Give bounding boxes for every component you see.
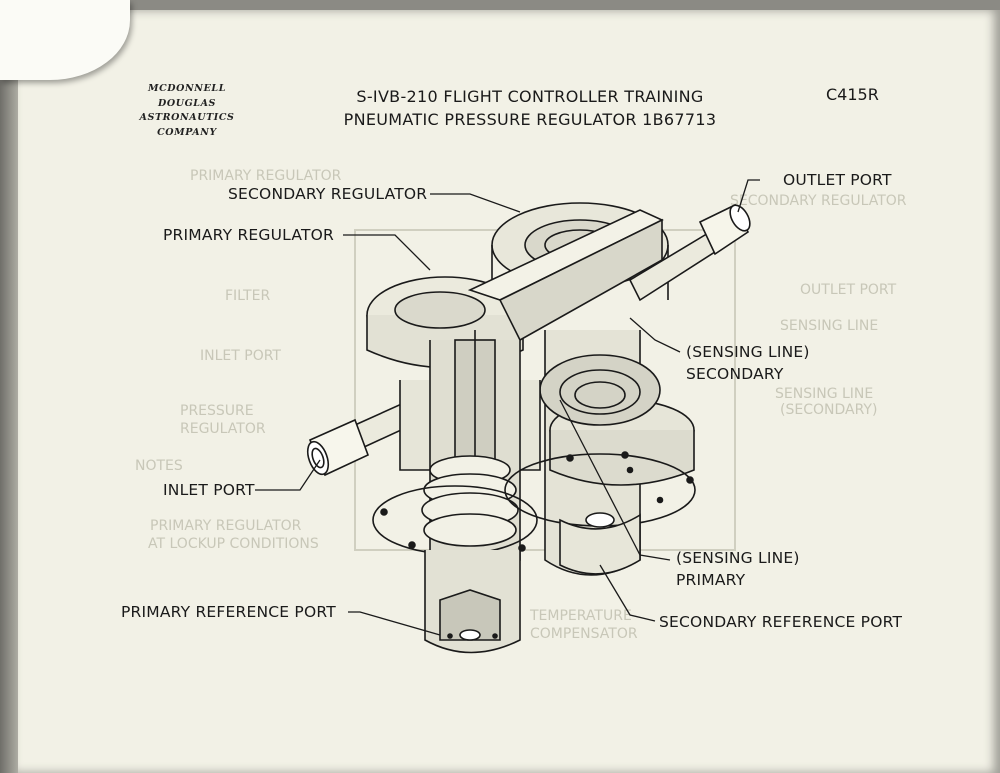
primary-spring (421, 455, 519, 547)
svg-text:PRIMARY REGULATOR: PRIMARY REGULATOR (190, 168, 342, 184)
label-sensing-line-secondary: (SENSING LINE) (686, 343, 810, 361)
sheet-title: S-IVB-210 FLIGHT CONTROLLER TRAINING PNE… (300, 85, 760, 131)
svg-text:PRESSURE: PRESSURE (180, 403, 254, 419)
label-sensing-line-secondary-type: SECONDARY (686, 365, 784, 383)
label-primary-reference-port: PRIMARY REFERENCE PORT (121, 603, 336, 621)
label-inlet-port: INLET PORT (163, 481, 255, 499)
title-line-2: PNEUMATIC PRESSURE REGULATOR 1B67713 (343, 110, 717, 129)
document-code: C415R (826, 85, 879, 104)
label-sensing-line-primary-type: PRIMARY (676, 571, 746, 589)
regulator-body (306, 202, 751, 654)
svg-text:(SECONDARY): (SECONDARY) (780, 402, 877, 418)
title-line-1: S-IVB-210 FLIGHT CONTROLLER TRAINING (356, 87, 704, 106)
svg-text:REGULATOR: REGULATOR (180, 421, 266, 437)
show-through-text: PRIMARY REGULATOR SECONDARY REGULATOR FI… (135, 168, 907, 642)
label-secondary-regulator: SECONDARY REGULATOR (228, 185, 428, 203)
svg-text:INLET PORT: INLET PORT (200, 348, 281, 364)
svg-text:SENSING LINE: SENSING LINE (775, 386, 873, 402)
svg-text:NOTES: NOTES (135, 458, 183, 474)
svg-text:TEMPERATURE: TEMPERATURE (529, 608, 632, 624)
logo-line: MCDONNELL (148, 83, 226, 94)
flange-bolts (380, 451, 694, 639)
svg-text:AT LOCKUP CONDITIONS: AT LOCKUP CONDITIONS (148, 536, 319, 552)
logo-line: COMPANY (157, 126, 217, 138)
leader-lines (255, 179, 760, 636)
logo-line: DOUGLAS (157, 97, 217, 109)
label-outlet-port: OUTLET PORT (783, 171, 892, 189)
label-secondary-reference-port: SECONDARY REFERENCE PORT (659, 613, 903, 631)
svg-text:SECONDARY REGULATOR: SECONDARY REGULATOR (730, 193, 907, 209)
svg-text:FILTER: FILTER (225, 288, 270, 304)
svg-text:PRIMARY REGULATOR: PRIMARY REGULATOR (150, 518, 302, 534)
label-primary-regulator: PRIMARY REGULATOR (163, 226, 334, 244)
label-sensing-line-primary: (SENSING LINE) (676, 549, 800, 567)
svg-text:COMPENSATOR: COMPENSATOR (530, 626, 638, 642)
svg-text:OUTLET PORT: OUTLET PORT (800, 282, 897, 298)
logo-line: ASTRONAUTICS (139, 112, 235, 123)
company-logo: MCDONNELL DOUGLAS ASTRONAUTICS COMPANY (132, 82, 242, 140)
svg-text:SENSING LINE: SENSING LINE (780, 318, 878, 334)
